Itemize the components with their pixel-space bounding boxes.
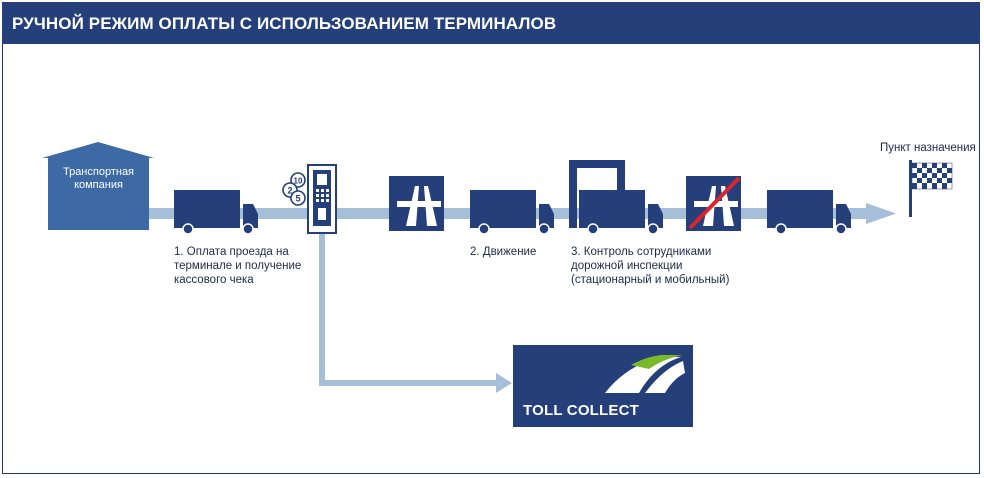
transport-company-building [48,158,149,230]
step2-line1: 2. Движение [470,246,537,258]
step2-caption: 2. Движение [470,245,536,259]
header-bar: РУЧНОЙ РЕЖИМ ОПЛАТЫ С ИСПОЛЬЗОВАНИЕМ ТЕР… [2,2,980,44]
step3-line1: 3. Контроль сотрудниками [571,246,712,258]
step3-caption: 3. Контроль сотрудниками дорожной инспек… [571,245,729,287]
motorway-sign-icon [389,176,444,231]
payment-terminal-icon [307,164,337,234]
page-title: РУЧНОЙ РЕЖИМ ОПЛАТЫ С ИСПОЛЬЗОВАНИЕМ ТЕР… [12,14,557,33]
truck-icon [579,190,663,235]
coins-icon: 10 2 5 [282,172,306,206]
step1-caption: 1. Оплата проезда на терминале и получен… [174,245,301,287]
truck-icon [767,190,851,235]
company-label-line1: Транспортная [62,166,135,178]
step3-line2: дорожной инспекции [571,260,683,272]
motorway-end-sign-icon [686,176,741,231]
toll-collect-road-icon [605,355,685,393]
step1-line1: 1. Оплата проезда на [174,246,289,258]
step1-line2: терминале и получение [174,260,302,272]
destination-label: Пункт назначения [880,142,976,154]
coin-label-5: 5 [295,194,300,204]
inspection-gantry-icon [569,160,625,228]
coin-label-2: 2 [287,186,292,196]
transport-company-label: Транспортная компания [48,166,149,192]
step3-line3: (стационарный и мобильный) [571,274,730,286]
truck-icon [470,190,554,235]
checkered-flag-icon [909,160,953,217]
branch-arrow [319,232,512,393]
truck-icon [174,190,258,235]
coin-label-10: 10 [294,177,303,186]
step1-line3: кассового чека [174,274,254,286]
company-building-roof [42,142,154,158]
toll-collect-logo: TOLL COLLECT [513,345,693,427]
company-label-line2: компания [74,179,123,191]
toll-collect-text: TOLL COLLECT [523,402,640,419]
